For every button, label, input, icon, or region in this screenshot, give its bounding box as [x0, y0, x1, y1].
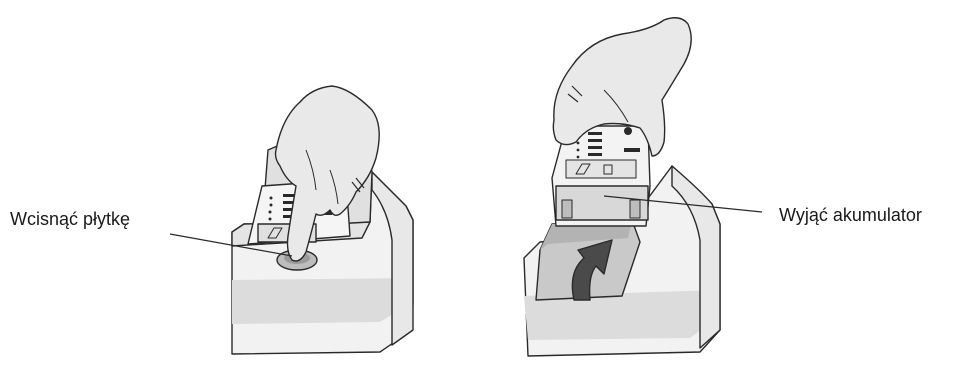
- right-illustration: [524, 18, 762, 356]
- callout-press-plate: Wcisnąć płytkę: [10, 209, 130, 230]
- left-illustration: [170, 86, 413, 354]
- callout-remove-battery: Wyjąć akumulator: [779, 205, 922, 226]
- left-charger-band: [232, 278, 413, 324]
